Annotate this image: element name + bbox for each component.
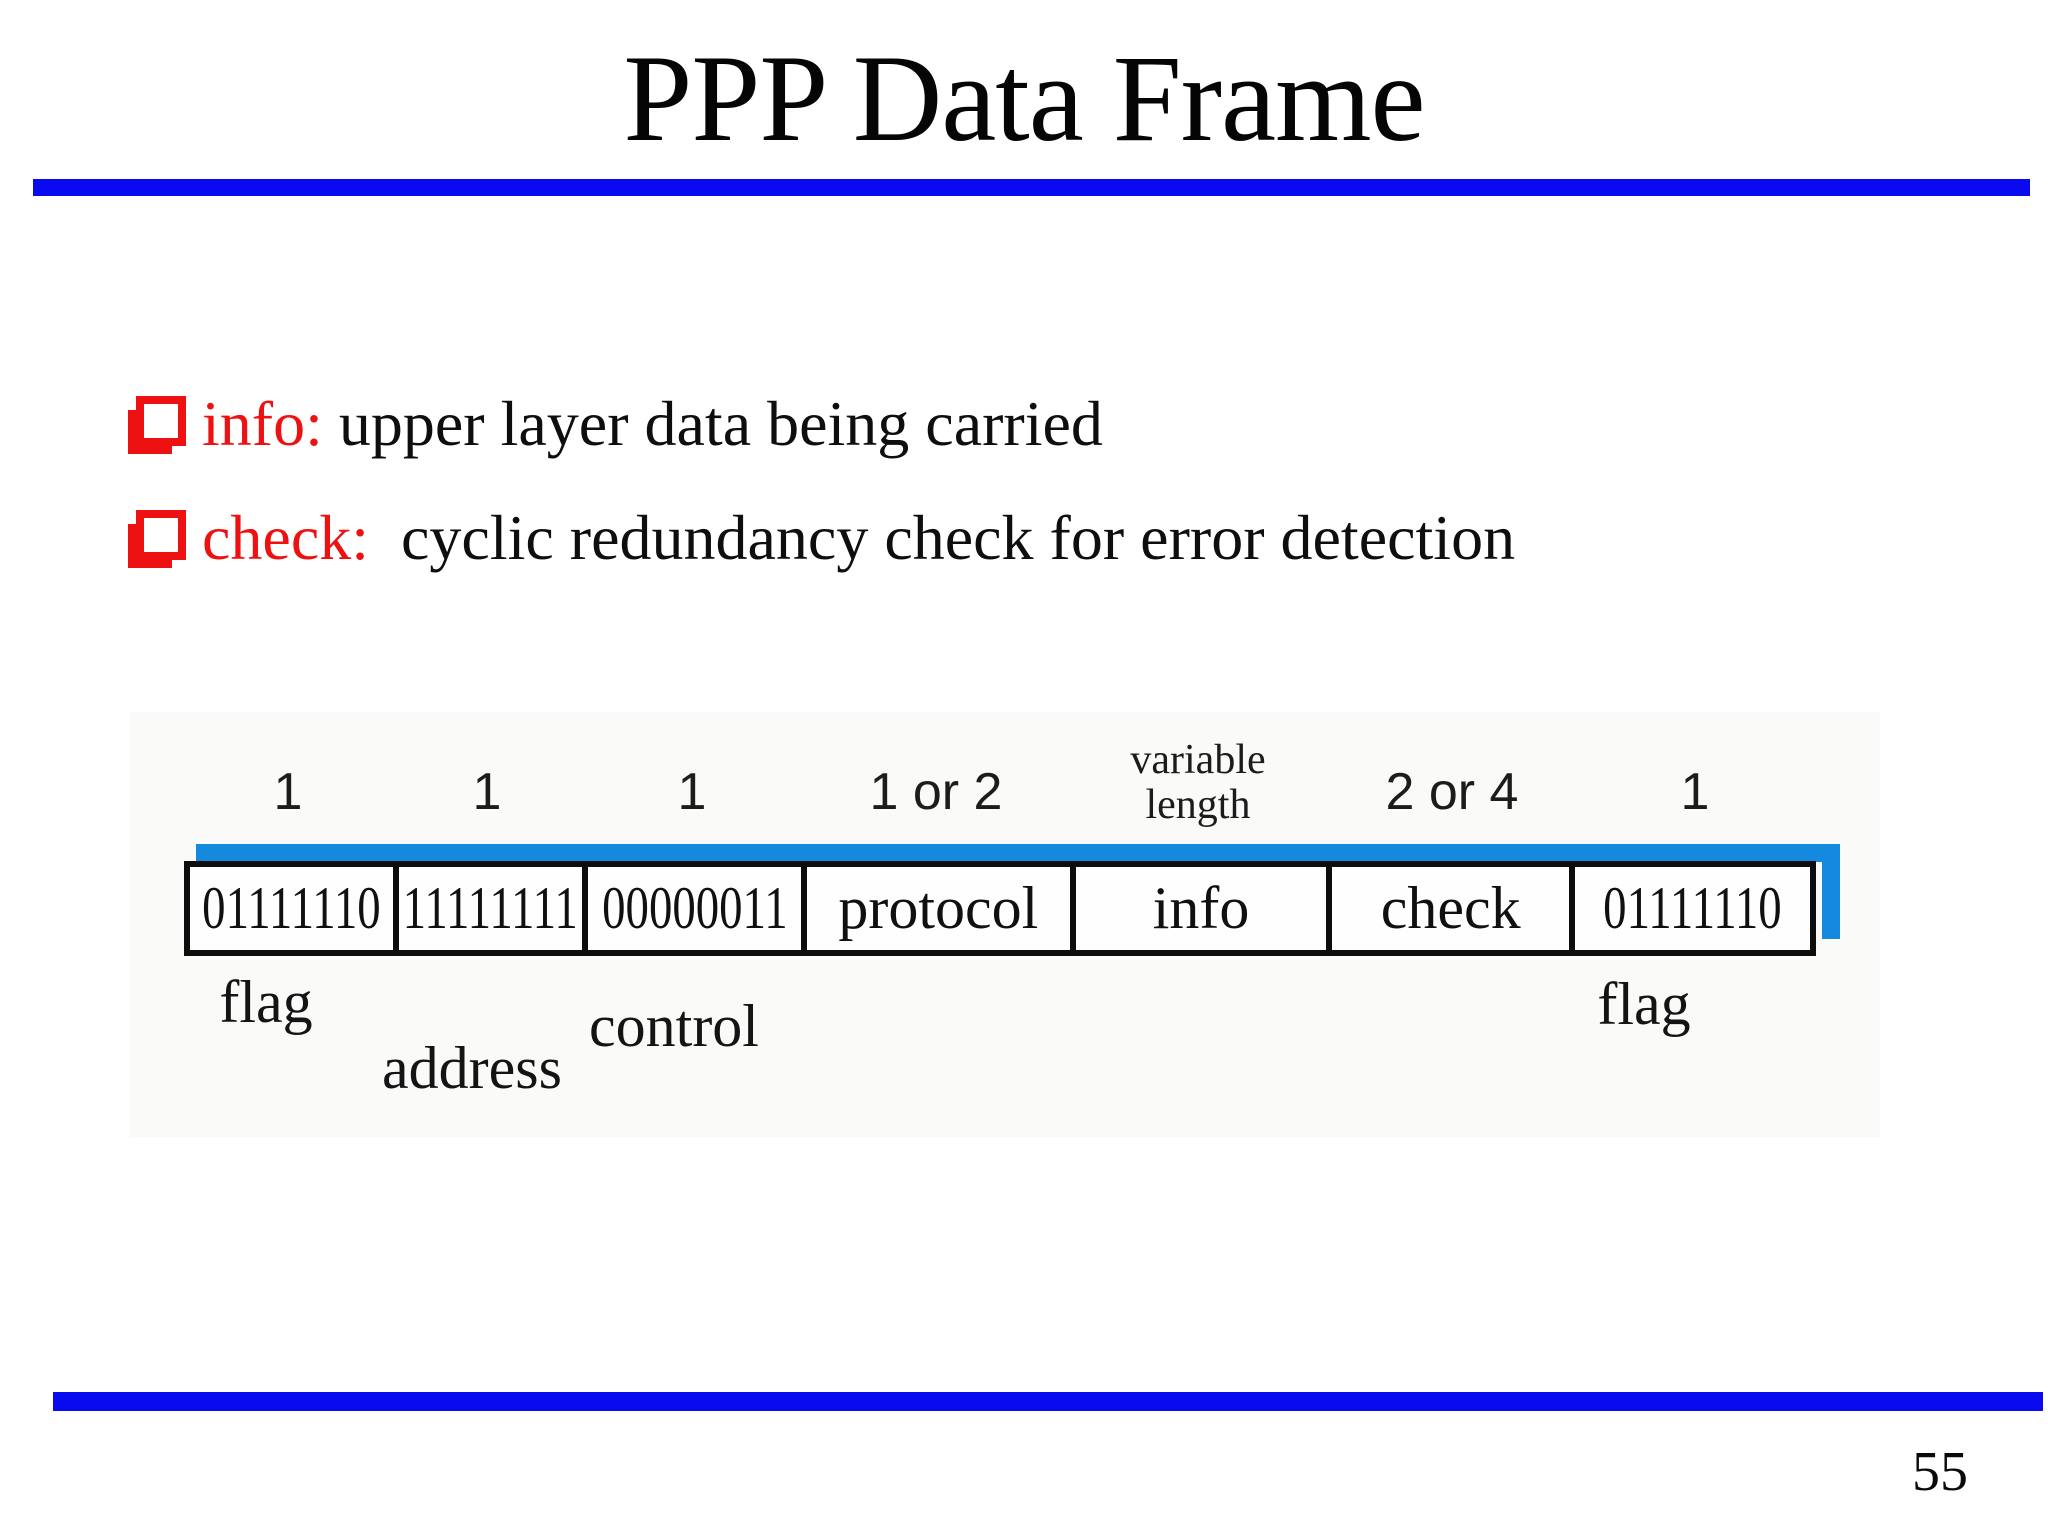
field-label-address: address (382, 1035, 562, 1101)
frame-field-control: 00000011 (582, 867, 801, 950)
size-label-control: 1 (677, 763, 707, 821)
bullet-square-icon (128, 510, 186, 568)
size-label-check: 2 or 4 (1385, 763, 1519, 821)
frame-field-flag1: 01111110 (202, 875, 381, 941)
bullet-item-info: info: upper layer data being carried (128, 390, 1103, 457)
size-label-flag1: 1 (273, 763, 303, 821)
bullet-rest: upper layer data being carried (322, 388, 1103, 459)
frame-highlight-top-bar (196, 844, 1840, 862)
bullet-item-check: check: cyclic redundancy check for error… (128, 504, 1515, 571)
bullet-term: info: (202, 388, 323, 459)
frame-field-flag2: 01111110 (1569, 867, 1810, 950)
field-label-flag2: flag (1597, 971, 1691, 1037)
size-label-protocol: 1 or 2 (869, 763, 1003, 821)
size-label-flag2: 1 (1680, 763, 1710, 821)
frame-field-protocol: protocol (800, 867, 1070, 950)
frame-field-address: 11111111 (392, 867, 582, 950)
ppp-frame-row: 01111110 11111111 00000011 protocol info… (184, 861, 1816, 956)
bullet-square-icon (128, 396, 186, 454)
bullet-term: check: (202, 502, 369, 573)
top-rule (33, 179, 2030, 196)
page-title: PPP Data Frame (623, 30, 1425, 167)
bullet-text: info: upper layer data being carried (202, 390, 1103, 457)
bullet-rest: cyclic redundancy check for error detect… (369, 502, 1516, 573)
frame-field-check: check (1326, 867, 1569, 950)
frame-field-info: info (1069, 867, 1326, 950)
field-label-flag1: flag (219, 969, 313, 1035)
bottom-rule (53, 1392, 2043, 1411)
field-label-control: control (589, 993, 759, 1059)
size-label-info: variable length (1130, 737, 1266, 829)
frame-highlight-right-bar (1822, 844, 1840, 939)
size-label-address: 1 (472, 763, 502, 821)
page-number: 55 (1912, 1441, 1968, 1503)
bullet-text: check: cyclic redundancy check for error… (202, 504, 1515, 571)
